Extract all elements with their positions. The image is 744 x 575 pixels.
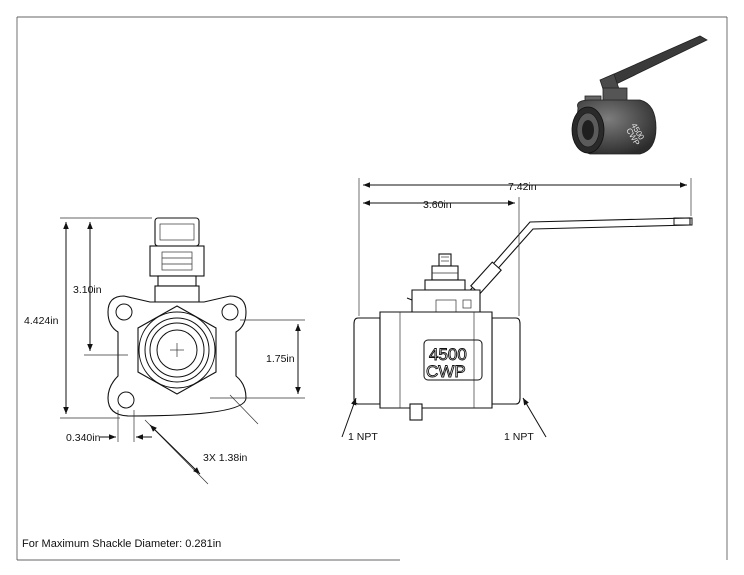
body-marking-line2: CWP (426, 362, 466, 381)
dim-npt-right: 1 NPT (504, 431, 534, 443)
isometric-valve-view: 4500 CWP (571, 35, 708, 155)
side-view: 4500 CWP (353, 217, 693, 421)
dim-body-length: 3.60in (423, 199, 452, 211)
side-view-dimensions: 7.42in 3.60in 1 NPT 1 NPT (341, 178, 692, 443)
body-marking-line1: 4500 (429, 345, 467, 364)
dim-height-top: 3.10in (73, 284, 102, 296)
dim-npt-left: 1 NPT (348, 431, 378, 443)
dim-height-total: 4.424in (24, 315, 59, 327)
end-view (107, 217, 247, 417)
end-view-dimensions: 3.10in 4.424in 1.75in 0.340in 3X 1.38in (24, 217, 305, 485)
dim-flange-offset: 0.340in (66, 432, 101, 444)
dim-bolt-circle: 3X 1.38in (203, 452, 248, 464)
dim-overall-length: 7.42in (508, 181, 537, 193)
drawing-border (16, 16, 728, 561)
shackle-note: For Maximum Shackle Diameter: 0.281in (22, 538, 222, 550)
dim-port-center: 1.75in (266, 353, 295, 365)
